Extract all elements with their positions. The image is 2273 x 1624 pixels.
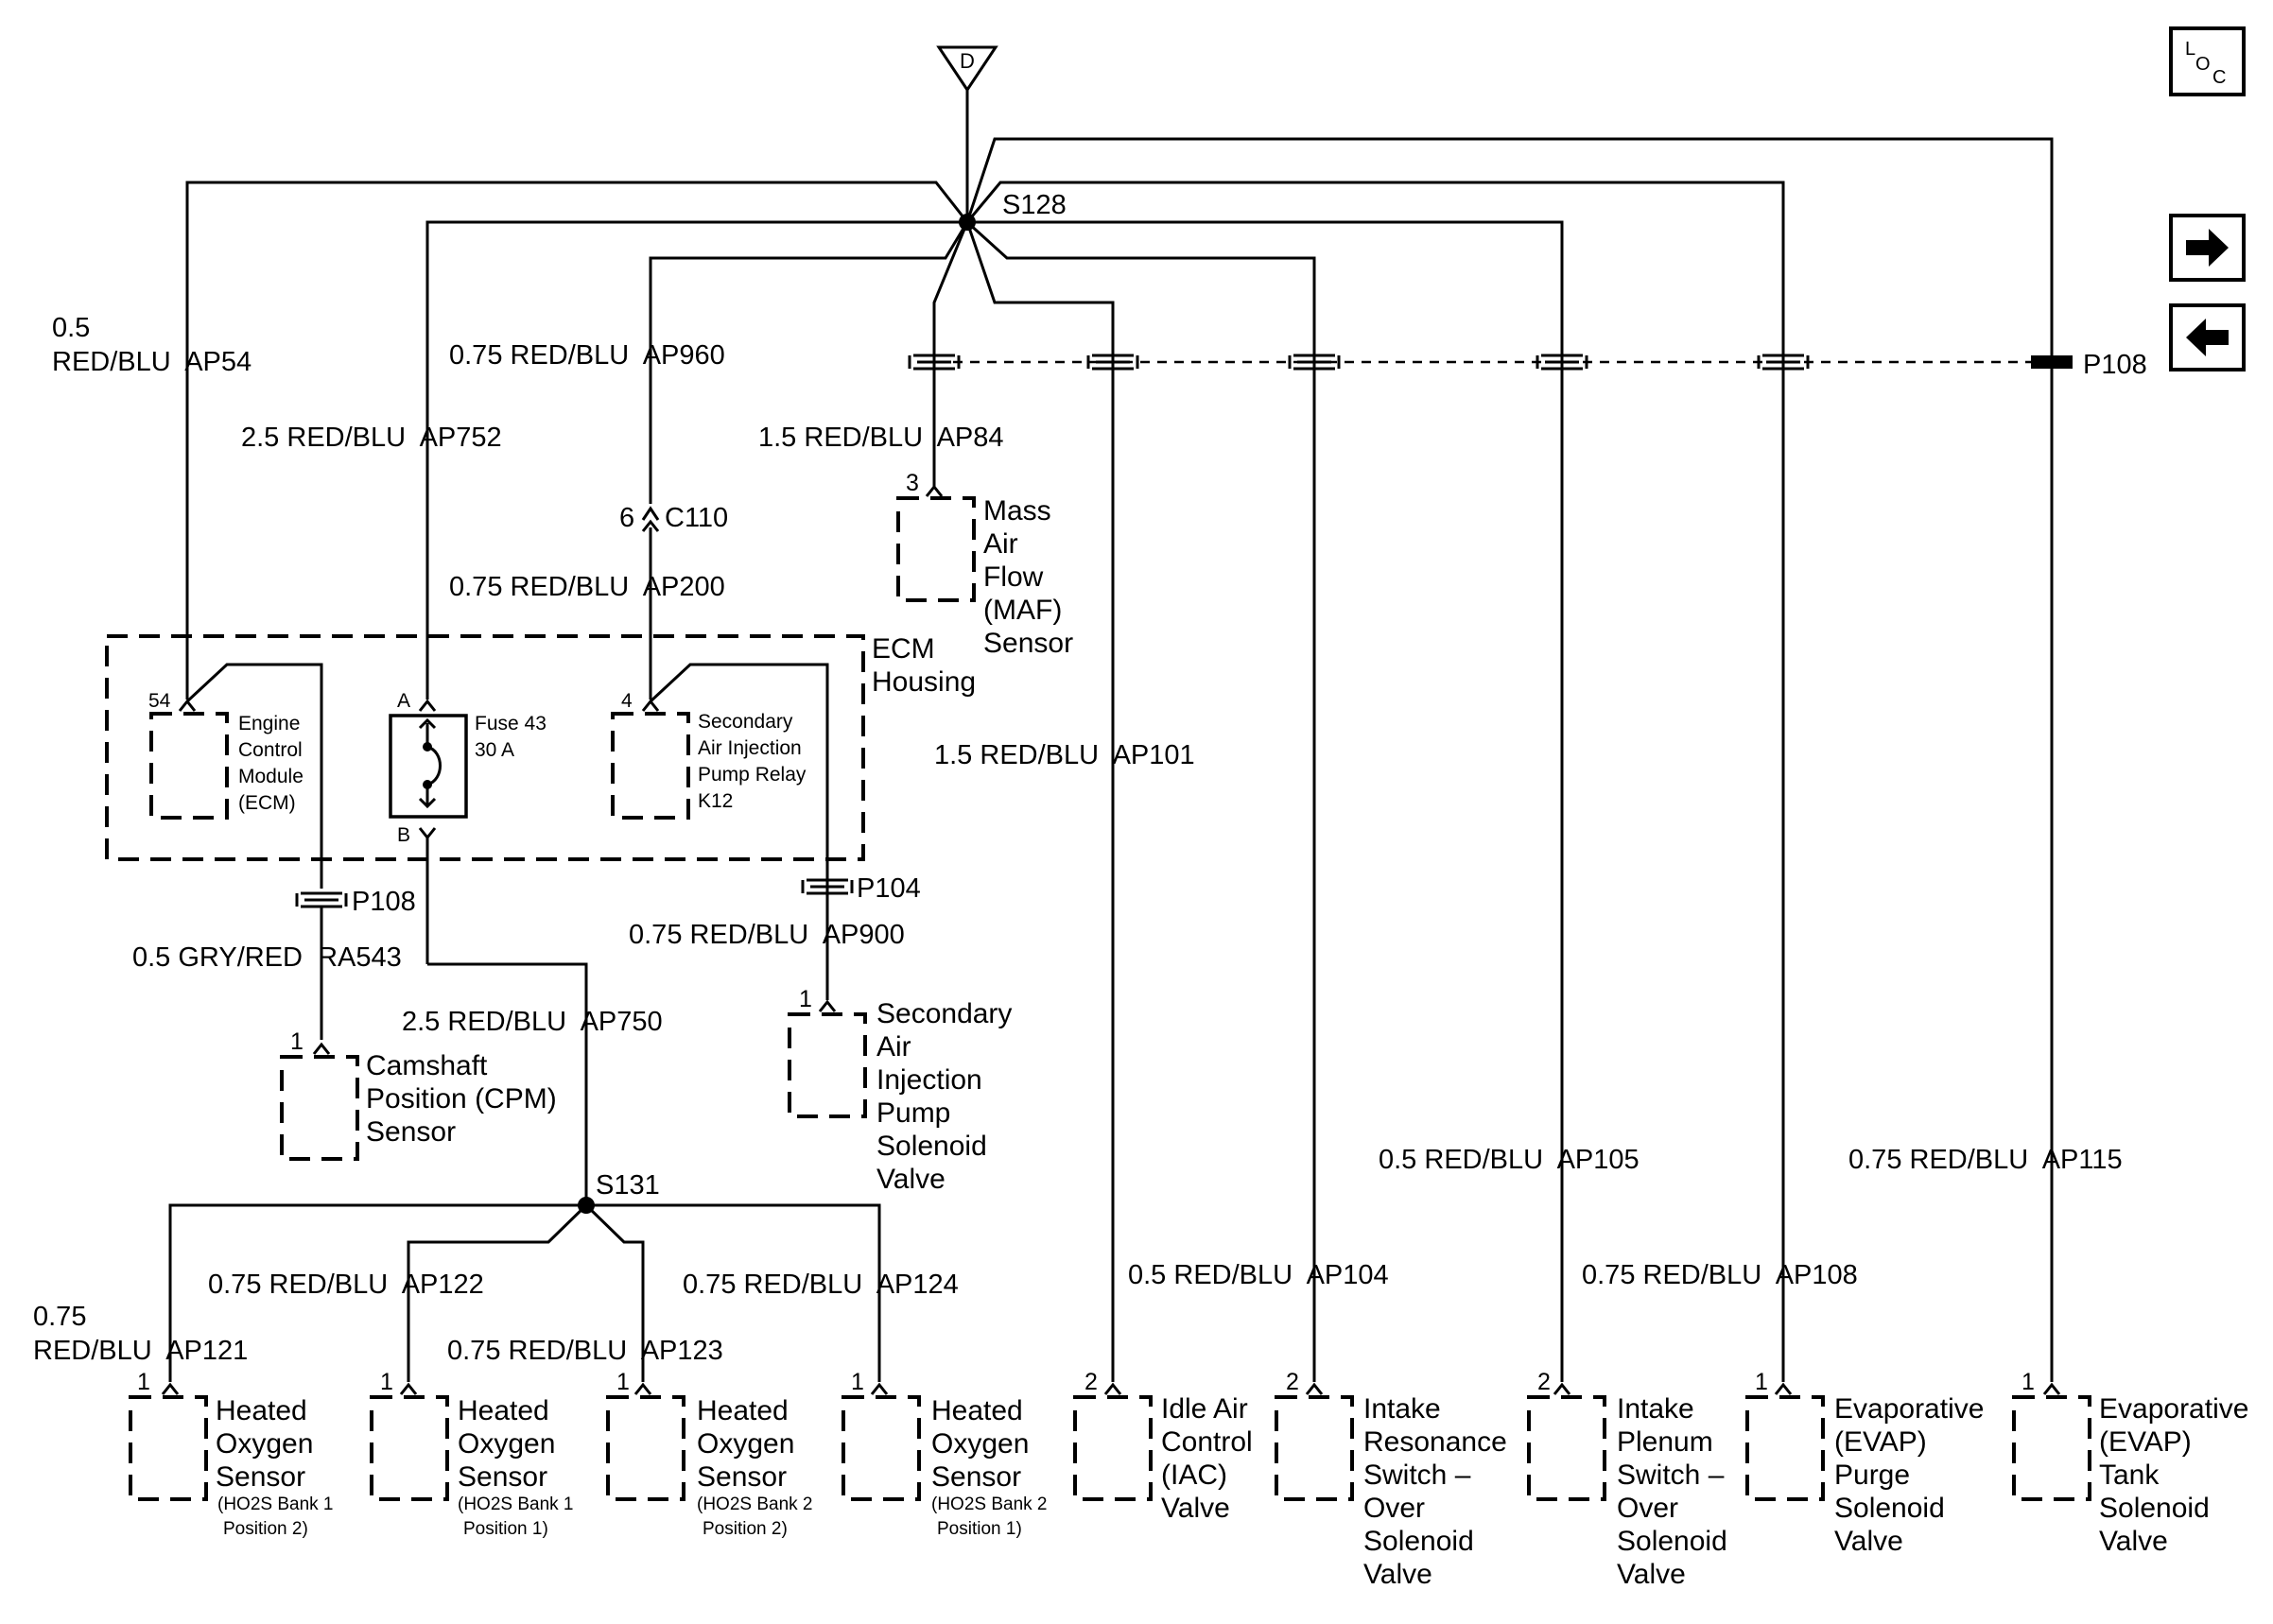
cmp-label: Camshaft Position (CPM) Sensor — [366, 1050, 564, 1148]
relay-label: Secondary Air Injection Pump Relay K12 — [698, 711, 811, 812]
ho2s-b1p1-pin: 1 — [380, 1369, 393, 1395]
wire-ap121: RED/BLU AP121 — [33, 1336, 248, 1366]
c110-label: C110 — [665, 503, 728, 533]
ecm-pin: 54 — [148, 690, 171, 712]
splice-s128-label: S128 — [1002, 190, 1067, 220]
loc-o: O — [2195, 54, 2211, 75]
loc-c: C — [2212, 67, 2226, 88]
s128-wires — [185, 90, 2054, 1382]
evap-purge-pin: 1 — [1755, 1369, 1768, 1395]
ho2s-bank1-pos1 — [370, 1383, 449, 1501]
sai-valve-pin: 1 — [799, 986, 812, 1012]
wire-ap960: 0.75 RED/BLU AP960 — [449, 340, 725, 371]
wire-ap54: RED/BLU AP54 — [52, 347, 252, 377]
wire-ap84: 1.5 RED/BLU AP84 — [758, 423, 1004, 453]
ho2s-b2p1-label: Heated Oxygen Sensor — [931, 1395, 1037, 1493]
ecm-housing-label: ECM Housing — [872, 633, 976, 698]
wire-ap122: 0.75 RED/BLU AP122 — [208, 1270, 484, 1300]
ho2s-b1p2-pin: 1 — [137, 1369, 150, 1395]
c110-pin: 6 — [619, 503, 634, 533]
ho2s-b2p2-sub: (HO2S Bank 2 Position 2) — [697, 1494, 818, 1539]
wire-ap104: 0.5 RED/BLU AP104 — [1128, 1260, 1389, 1290]
ho2s-bank2-pos1 — [842, 1383, 921, 1501]
p104-label: P104 — [857, 873, 921, 904]
maf-sensor — [896, 485, 976, 602]
sai-pump-relay — [611, 663, 829, 978]
wire-ap105: 0.5 RED/BLU AP105 — [1379, 1145, 1640, 1175]
fuse-label: Fuse 43 30 A — [475, 713, 552, 761]
loc-l: L — [2185, 39, 2195, 60]
c110-connector — [641, 506, 660, 700]
ground-label: D — [960, 49, 975, 73]
right-arrow-icon — [2186, 229, 2229, 267]
camshaft-position-sensor — [280, 1043, 359, 1161]
sai-valve-label: Secondary Air Injection Pump Solenoid Va… — [876, 998, 1020, 1195]
wire-ap750: 2.5 RED/BLU AP750 — [402, 1007, 663, 1037]
intake-plenum-valve — [1527, 1383, 1606, 1501]
ho2s-b1p2-sub: (HO2S Bank 1 Position 2) — [217, 1494, 338, 1539]
fuse-pin-a: A — [397, 690, 410, 712]
wire-ap54-gauge: 0.5 — [52, 313, 90, 343]
ho2s-bank2-pos2 — [606, 1383, 685, 1501]
ho2s-b2p1-sub: (HO2S Bank 2 Position 1) — [931, 1494, 1052, 1539]
forward-button[interactable] — [2169, 214, 2246, 282]
wire-ap115: 0.75 RED/BLU AP115 — [1848, 1145, 2123, 1175]
splice-s128 — [959, 214, 976, 231]
splice-s131 — [578, 1197, 595, 1214]
maf-label: Mass Air Flow (MAF) Sensor — [983, 495, 1073, 659]
iac-valve — [1073, 1383, 1153, 1501]
ecm-housing-box — [105, 634, 865, 861]
wire-ap750-line — [427, 962, 588, 1205]
fuse-43 — [389, 700, 468, 964]
p108-top-label: P108 — [2083, 350, 2147, 380]
p108-left-connector — [295, 891, 348, 908]
evap-tank-label: Evaporative (EVAP) Tank Solenoid Valve — [2099, 1393, 2257, 1557]
cmp-pin: 1 — [290, 1028, 304, 1055]
ho2s-b2p2-label: Heated Oxygen Sensor — [697, 1395, 803, 1493]
s131-wires — [168, 1203, 881, 1382]
wire-ap108: 0.75 RED/BLU AP108 — [1582, 1260, 1858, 1290]
evap-purge-valve — [1745, 1383, 1825, 1501]
fuse-pin-b: B — [397, 824, 410, 846]
back-button[interactable] — [2169, 303, 2246, 371]
loc-button[interactable]: L O C — [2169, 26, 2246, 96]
ecm-label: Engine Control Module (ECM) — [238, 713, 309, 814]
ips-pin: 2 — [1537, 1369, 1551, 1395]
ips-label: Intake Plenum Switch – Over Solenoid Val… — [1617, 1393, 1735, 1590]
sai-pump-solenoid-valve — [788, 1000, 867, 1118]
wire-ap752: 2.5 RED/BLU AP752 — [241, 423, 502, 453]
wire-ap101: 1.5 RED/BLU AP101 — [934, 740, 1195, 770]
evap-purge-label: Evaporative (EVAP) Purge Solenoid Valve — [1834, 1393, 1992, 1557]
ho2s-b2p1-pin: 1 — [851, 1369, 864, 1395]
evap-tank-pin: 1 — [2021, 1369, 2035, 1395]
irs-label: Intake Resonance Switch – Over Solenoid … — [1363, 1393, 1515, 1590]
iac-pin: 2 — [1084, 1369, 1098, 1395]
ground-symbol: D — [936, 45, 998, 93]
evap-tank-valve — [2012, 1383, 2091, 1501]
ho2s-b1p1-sub: (HO2S Bank 1 Position 1) — [458, 1494, 579, 1539]
wire-ap121-gauge: 0.75 — [33, 1302, 86, 1332]
p108-conn-ap115 — [2031, 355, 2073, 369]
irs-pin: 2 — [1286, 1369, 1299, 1395]
wire-ap124: 0.75 RED/BLU AP124 — [683, 1270, 959, 1300]
iac-label: Idle Air Control (IAC) Valve — [1161, 1393, 1260, 1524]
ho2s-bank1-pos2 — [129, 1383, 208, 1501]
ecm-module — [149, 663, 323, 889]
ho2s-b1p1-label: Heated Oxygen Sensor — [458, 1395, 564, 1493]
wire-ap200: 0.75 RED/BLU AP200 — [449, 572, 725, 602]
splice-s131-label: S131 — [596, 1170, 660, 1201]
relay-pin: 4 — [621, 690, 633, 712]
intake-resonance-valve — [1275, 1383, 1354, 1501]
wire-ap123: 0.75 RED/BLU AP123 — [447, 1336, 723, 1366]
maf-pin: 3 — [906, 470, 919, 496]
wire-ra543: 0.5 GRY/RED RA543 — [132, 942, 402, 973]
p108-left-label: P108 — [352, 887, 416, 917]
wire-ap900: 0.75 RED/BLU AP900 — [629, 920, 905, 950]
left-arrow-icon — [2186, 319, 2229, 356]
ho2s-b2p2-pin: 1 — [616, 1369, 630, 1395]
ho2s-b1p2-label: Heated Oxygen Sensor — [216, 1395, 321, 1493]
